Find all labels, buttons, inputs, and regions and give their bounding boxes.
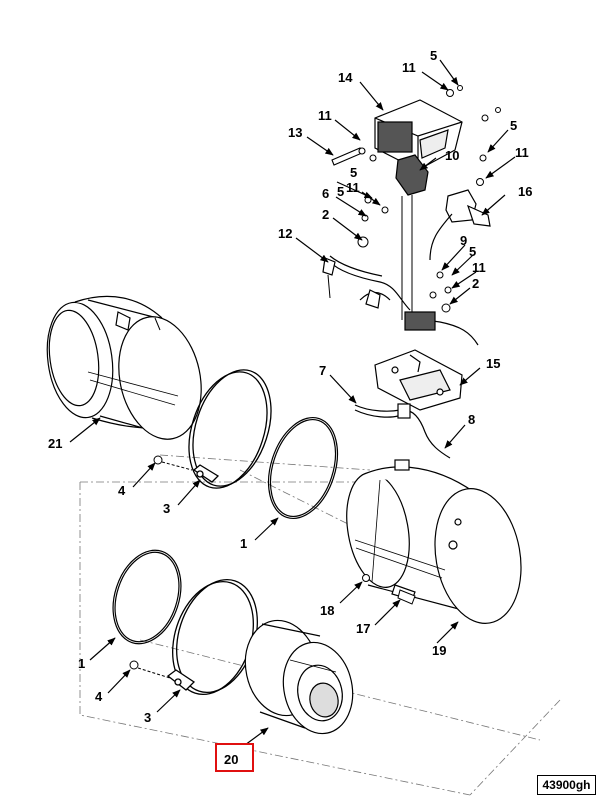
callout-1-a: 1 xyxy=(240,536,247,551)
callout-5-e: 5 xyxy=(469,244,476,259)
callout-3-b: 3 xyxy=(144,710,151,725)
cylinder-part-19 xyxy=(346,459,522,624)
callout-11-a: 11 xyxy=(402,60,416,75)
callout-11-b: 11 xyxy=(318,108,332,123)
callout-5-c: 5 xyxy=(350,165,357,180)
reference-code: 43900gh xyxy=(537,775,596,795)
bolt-part-13 xyxy=(331,147,366,166)
callout-20: 20 xyxy=(224,752,238,767)
band-clamp-part-3-upper xyxy=(188,369,272,489)
nut-part-18 xyxy=(362,574,370,582)
callout-15: 15 xyxy=(486,356,500,371)
callout-11-c: 11 xyxy=(515,145,529,160)
fitting-part-17 xyxy=(397,589,416,605)
filter-part-20 xyxy=(244,619,354,735)
leader-lines xyxy=(69,59,516,746)
callout-1-b: 1 xyxy=(78,656,85,671)
callout-2-b: 2 xyxy=(472,276,479,291)
callout-18: 18 xyxy=(320,603,334,618)
callout-19: 19 xyxy=(432,643,446,658)
callout-14: 14 xyxy=(338,70,353,85)
gasket-part-1-upper xyxy=(267,416,339,520)
assembly-guide-lines xyxy=(79,454,561,796)
pipe-part-7-8 xyxy=(354,403,451,459)
callout-13: 13 xyxy=(288,125,302,140)
cylinder-part-21 xyxy=(46,295,205,440)
sensor-part-10 xyxy=(395,154,429,320)
callout-16: 16 xyxy=(518,184,532,199)
nut-part-4-lower xyxy=(129,660,171,679)
sensor-part-16 xyxy=(429,189,491,261)
callout-5-d: 5 xyxy=(337,184,344,199)
callout-5-a: 5 xyxy=(430,48,437,63)
callout-labels: 14 11 5 11 13 5 10 11 5 11 6 5 16 2 12 9… xyxy=(48,48,532,725)
callout-8: 8 xyxy=(468,412,475,427)
callout-6: 6 xyxy=(322,186,329,201)
nut-part-4-upper xyxy=(153,455,193,471)
callout-5-b: 5 xyxy=(510,118,517,133)
callout-4-b: 4 xyxy=(95,689,103,704)
callout-3-a: 3 xyxy=(163,501,170,516)
callout-21: 21 xyxy=(48,436,62,451)
cover-part-14 xyxy=(374,99,463,171)
callout-2-a: 2 xyxy=(322,207,329,222)
callout-7: 7 xyxy=(319,363,326,378)
callout-11-f: 11 xyxy=(472,260,486,275)
callout-4-a: 4 xyxy=(118,483,126,498)
callout-9: 9 xyxy=(460,233,467,248)
gasket-part-1-lower xyxy=(112,549,182,645)
callout-17: 17 xyxy=(356,621,370,636)
callout-10: 10 xyxy=(445,148,459,163)
highlight-box xyxy=(215,743,254,772)
wiring-harness xyxy=(329,255,479,346)
callout-11-d: 11 xyxy=(346,180,360,195)
bracket-part-15 xyxy=(374,349,463,411)
highlighted-callout-20[interactable]: 20 xyxy=(215,743,254,772)
sensor-part-12 xyxy=(322,257,336,299)
callout-12: 12 xyxy=(278,226,292,241)
